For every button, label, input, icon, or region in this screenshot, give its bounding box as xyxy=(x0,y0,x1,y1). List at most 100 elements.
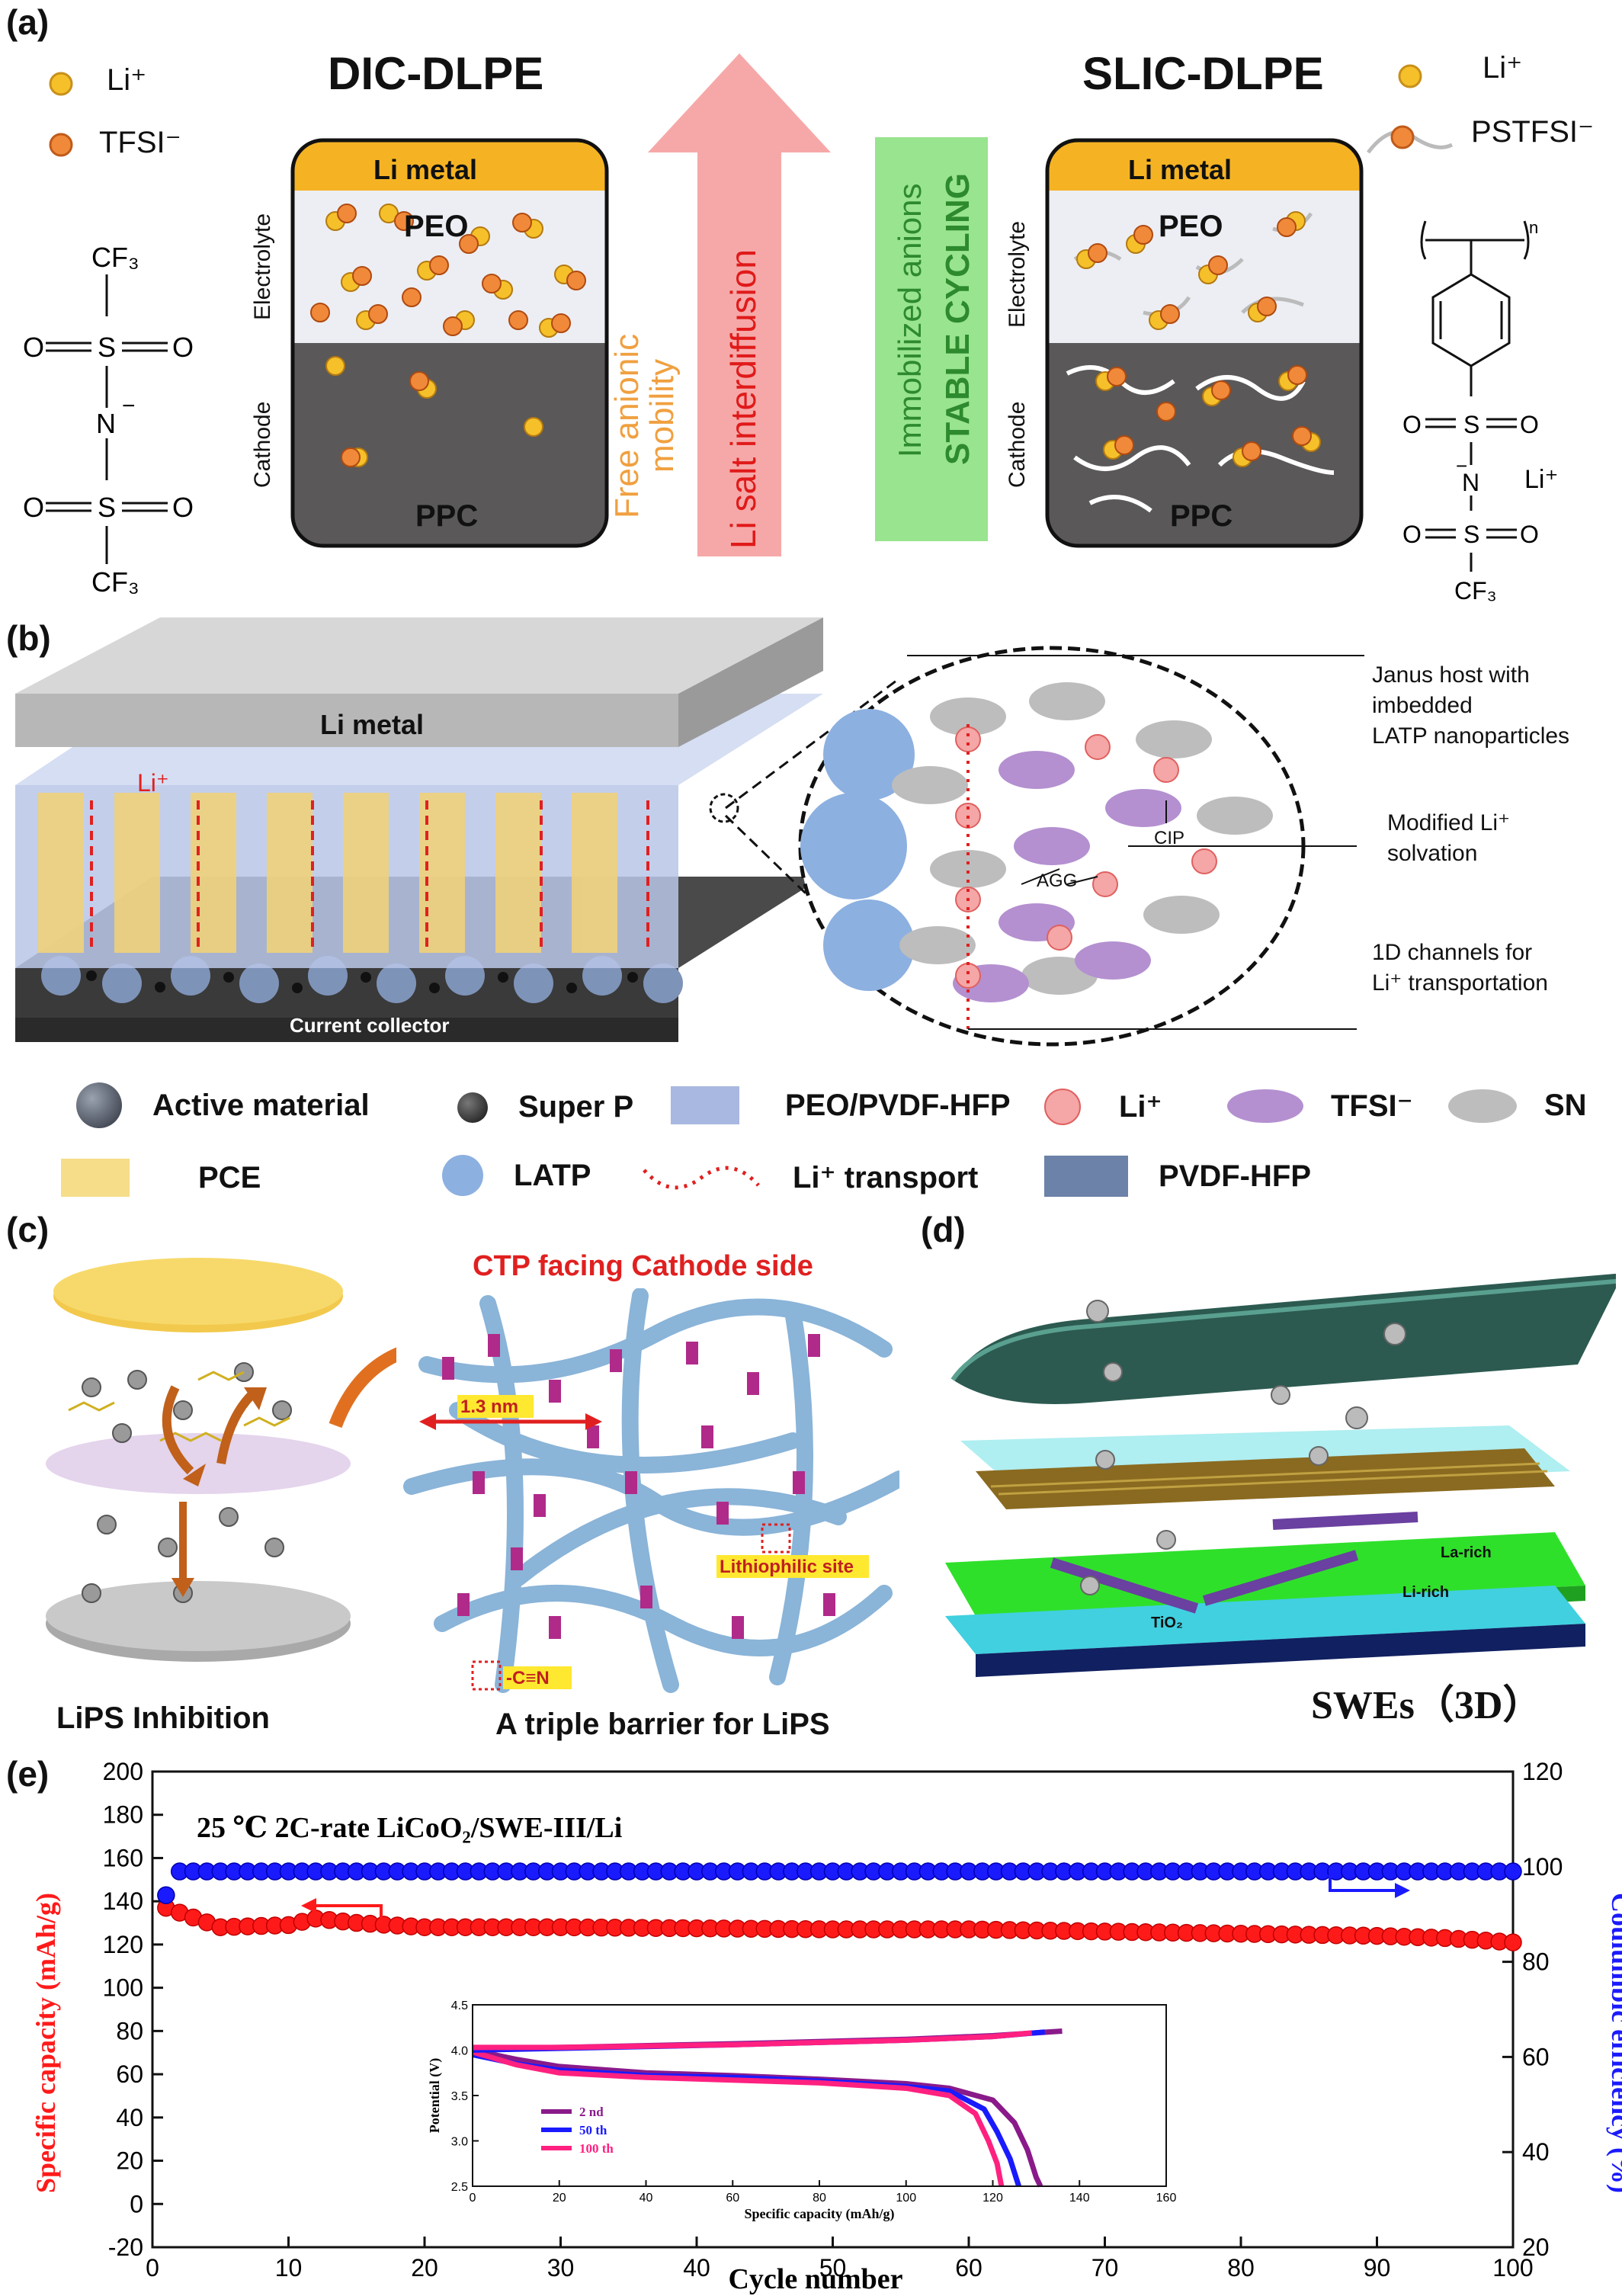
legend-sn: SN xyxy=(1448,1089,1587,1123)
legend-pvdf-hfp: PVDF-HFP xyxy=(1044,1156,1311,1197)
tio2-label: TiO₂ xyxy=(1151,1615,1183,1631)
inset-curve xyxy=(472,2047,1043,2188)
nm-label: 1.3 nm xyxy=(460,1397,519,1417)
x-tick-label: 30 xyxy=(547,2254,575,2282)
cf3-top: CF₃ xyxy=(91,242,139,273)
legend-peo-pvdf: PEO/PVDF-HFP xyxy=(671,1086,1011,1124)
legend-latp: LATP xyxy=(442,1155,591,1196)
inset-x-tick-label: 60 xyxy=(726,2192,739,2205)
cf3-bottom: CF₃ xyxy=(91,566,139,595)
callout-solvation-line2: solvation xyxy=(1387,841,1478,866)
cn-label: -C≡N xyxy=(506,1668,550,1688)
cip-label: CIP xyxy=(1154,828,1185,848)
pst-li-plus: Li⁺ xyxy=(1524,465,1558,494)
callout-solvation: Modified Li⁺ solvation xyxy=(1387,808,1510,869)
triple-barrier: A triple barrier for LiPS xyxy=(495,1708,830,1741)
inset-x-tick-label: 140 xyxy=(1069,2192,1090,2205)
legend-tfsi-text: TFSI⁻ xyxy=(1331,1089,1413,1123)
s-1: S xyxy=(98,332,116,363)
legend-li-ion: Li⁺ xyxy=(1044,1089,1162,1125)
inset-legend-label: 2 nd xyxy=(579,2105,604,2119)
n-minus: − xyxy=(122,393,136,418)
panel-a: (a) Li⁺ TFSI⁻ CF₃ O S O N − O S O CF₃ DI… xyxy=(0,0,1622,625)
pst-cf3: CF₃ xyxy=(1454,577,1497,604)
slic-cathode-label: Cathode xyxy=(1005,401,1030,488)
legend-tfsi: TFSI⁻ xyxy=(99,126,181,159)
lithiophilic-site: Lithiophilic site xyxy=(720,1557,854,1577)
o-1: O xyxy=(23,332,44,363)
legend-active-material: Active material xyxy=(76,1082,370,1128)
y2-tick-label: 20 xyxy=(1522,2233,1550,2261)
pst-n-minus: − xyxy=(1456,454,1467,477)
legend-super-p: Super P xyxy=(457,1090,633,1124)
tfsi-structure: CF₃ O S O N − O S O CF₃ xyxy=(23,242,194,595)
pstfsi-structure: n O S O N − Li⁺ O S O CF₃ xyxy=(1402,218,1558,604)
y2-tick-label: 60 xyxy=(1522,2043,1550,2070)
o-4: O xyxy=(172,492,194,523)
stack-li-metal: Li metal xyxy=(320,709,425,740)
x-tick-label: 20 xyxy=(411,2254,438,2282)
axis-indicator-arrows xyxy=(301,1868,1410,1929)
panel-a-label: (a) xyxy=(6,2,50,42)
super-p-icon xyxy=(457,1092,488,1123)
callout-1d-line2: Li⁺ transportation xyxy=(1372,970,1548,996)
y-tick-label: 140 xyxy=(103,1887,143,1915)
x-tick-label: 10 xyxy=(275,2254,303,2282)
pst-n: N xyxy=(1462,469,1479,496)
la-rich: La-rich xyxy=(1441,1544,1492,1561)
legend-sn-text: SN xyxy=(1544,1089,1587,1122)
x-tick-label: 100 xyxy=(1492,2254,1533,2282)
battery-stack xyxy=(15,617,823,1042)
legend-latp-text: LATP xyxy=(514,1158,591,1192)
slic-cell: Li metal PEO PPC xyxy=(1045,138,1364,548)
y-tick-label: 200 xyxy=(103,1758,143,1785)
panel-c-label: (c) xyxy=(6,1210,50,1249)
panel-c: (c) LiPS Inhibition CTP facing Cathode s… xyxy=(0,1204,915,1753)
x-tick-label: 60 xyxy=(955,2254,982,2282)
y-axis-right-label: Coulumbic efficiency (%) xyxy=(1606,1893,1622,2193)
inset-y-tick-label: 4.5 xyxy=(451,1999,468,2012)
slic-ppc: PPC xyxy=(1170,499,1233,533)
y-tick-label: 60 xyxy=(116,2060,143,2088)
y2-tick-label: 80 xyxy=(1522,1948,1550,1976)
slic-li-metal: Li metal xyxy=(1128,154,1232,185)
y-tick-label: 120 xyxy=(103,1931,143,1958)
x-axis-label: Cycle number xyxy=(728,2263,902,2295)
inset-y-tick-label: 2.5 xyxy=(451,2181,468,2194)
panel-b: (b) xyxy=(0,617,1622,1197)
lips-inhibition-diagram xyxy=(46,1258,396,1662)
inset-x-label: Specific capacity (mAh/g) xyxy=(745,2206,895,2222)
immobilized-anions: Immobilized anions xyxy=(892,183,928,457)
conditions-text: 25 ℃ 2C-rate LiCoO₂/SWE-III/Li xyxy=(197,1812,622,1844)
y-tick-label: 160 xyxy=(103,1844,143,1871)
inset-x-tick-label: 40 xyxy=(640,2192,653,2205)
zoom-callout xyxy=(724,646,1364,1047)
pst-o-3: O xyxy=(1402,521,1422,548)
pst-s-1: S xyxy=(1463,411,1479,438)
inset-legend-label: 100 th xyxy=(579,2141,614,2156)
callout-solvation-line1: Modified Li⁺ xyxy=(1387,810,1510,835)
inset-y-tick-label: 4.0 xyxy=(451,2045,468,2058)
legend-active-material-text: Active material xyxy=(152,1088,370,1122)
inset-legend-label: 50 th xyxy=(579,2123,607,2137)
legend-pce-text: PCE xyxy=(198,1160,261,1194)
inset-y-tick-label: 3.0 xyxy=(451,2136,468,2149)
inset-y-tick-label: 3.5 xyxy=(451,2090,468,2103)
pst-o-2: O xyxy=(1520,411,1539,438)
li-transport-icon xyxy=(643,1166,760,1190)
peo-pvdf-icon xyxy=(671,1086,739,1124)
legend-li-ion-text: Li⁺ xyxy=(1119,1090,1162,1124)
panel-d-label: (d) xyxy=(921,1210,966,1249)
stable-cycling: STABLE CYCLING xyxy=(939,173,976,465)
y-axis-left-label: Specific capacity (mAh/g) xyxy=(30,1893,61,2193)
legend-icons-right xyxy=(1367,64,1454,154)
dic-li-metal: Li metal xyxy=(373,154,477,185)
active-material-icon xyxy=(76,1082,122,1128)
ctp-framework xyxy=(403,1288,899,1693)
pce-icon xyxy=(61,1159,130,1197)
legend-li-transport: Li⁺ transport xyxy=(640,1160,978,1195)
x-tick-label: 70 xyxy=(1091,2254,1119,2282)
current-collector: Current collector xyxy=(290,1014,450,1037)
dic-peo: PEO xyxy=(404,210,468,243)
